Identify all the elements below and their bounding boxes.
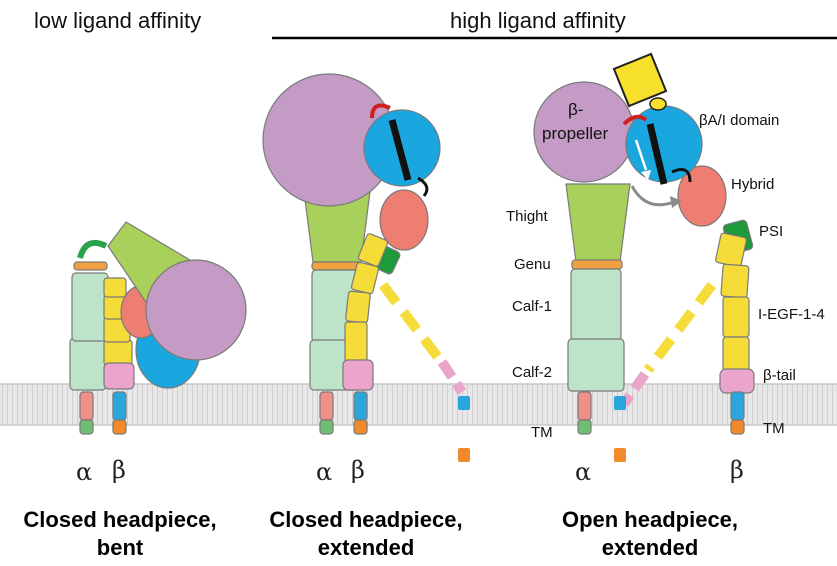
- oe-tm-alpha: [578, 392, 591, 420]
- label-thight: Thight: [506, 208, 548, 225]
- oe-beta-tail: [720, 369, 754, 393]
- oe-cyt-beta: [731, 420, 744, 434]
- ce-cyt-alpha: [320, 420, 333, 434]
- label-beta-propeller-1: β-: [568, 100, 583, 120]
- bent-cyt-alpha: [80, 420, 93, 434]
- bent-beta-tail: [104, 363, 134, 389]
- bent-tm-alpha: [80, 392, 93, 420]
- caption-bent: Closed headpiece, bent: [0, 506, 240, 562]
- ce-free-tm: [458, 396, 470, 410]
- ce-tm-beta: [354, 392, 367, 420]
- ce-iegf4: [345, 322, 367, 362]
- bent-alpha-label: α: [76, 458, 92, 486]
- label-beta-a-i-domain: βA/I domain: [699, 112, 779, 129]
- bent-calf1: [72, 273, 108, 341]
- oe-free-cyt: [614, 448, 626, 462]
- label-psi: PSI: [759, 223, 783, 240]
- oe-tm-beta: [731, 392, 744, 420]
- bent-genu: [74, 262, 107, 270]
- bent-iegf3: [104, 340, 132, 365]
- label-hybrid: Hybrid: [731, 176, 774, 193]
- oe-calf1: [571, 269, 621, 341]
- label-beta-tail: β-tail: [763, 367, 796, 384]
- label-beta-propeller-2: propeller: [542, 124, 608, 144]
- oe-gray-arrow: [632, 186, 674, 205]
- ce-alpha-label: α: [316, 458, 332, 486]
- label-tm-left: TM: [531, 424, 553, 441]
- label-calf2: Calf-2: [512, 364, 552, 381]
- oe-genu: [572, 260, 622, 269]
- label-calf1: Calf-1: [512, 298, 552, 315]
- ce-genu: [312, 262, 360, 270]
- bent-propeller: [146, 260, 246, 360]
- oe-beta-label: β: [730, 456, 744, 484]
- bent-beta-label: β: [112, 456, 126, 484]
- ce-beta-label: β: [351, 456, 365, 484]
- oe-ligand-stem: [650, 98, 666, 110]
- header-low-affinity: low ligand affinity: [34, 8, 201, 34]
- bent-tm-beta: [113, 392, 126, 420]
- ce-free-cyt: [458, 448, 470, 462]
- label-tm-right: TM: [763, 420, 785, 437]
- label-genu: Genu: [514, 256, 551, 273]
- ce-dashed-yellow: [383, 285, 440, 360]
- oe-dashed-yellow: [648, 285, 712, 370]
- caption-open-extended: Open headpiece, extended: [540, 506, 760, 562]
- oe-iegf2: [721, 264, 749, 298]
- bent-calf2: [70, 338, 106, 390]
- caption-open-extended-line2: extended: [540, 534, 760, 562]
- oe-iegf3: [723, 297, 749, 337]
- label-iegf: I-EGF-1-4: [758, 306, 825, 323]
- header-high-affinity: high ligand affinity: [450, 8, 626, 34]
- oe-cyt-alpha: [578, 420, 591, 434]
- oe-alpha-label: α: [575, 458, 591, 486]
- ce-iegf3: [345, 291, 370, 323]
- oe-calf2: [568, 339, 624, 391]
- bent-green-arc: [80, 243, 106, 258]
- caption-closed-extended: Closed headpiece, extended: [246, 506, 486, 562]
- caption-closed-extended-line2: extended: [246, 534, 486, 562]
- oe-free-tm: [614, 396, 626, 410]
- bent-iegf0: [104, 278, 126, 297]
- caption-closed-extended-line1: Closed headpiece,: [246, 506, 486, 534]
- bent-cyt-beta: [113, 420, 126, 434]
- oe-thigh: [566, 184, 630, 262]
- oe-iegf4: [723, 337, 749, 371]
- ce-tm-alpha: [320, 392, 333, 420]
- ce-beta-tail: [343, 360, 373, 390]
- caption-open-extended-line1: Open headpiece,: [540, 506, 760, 534]
- caption-bent-line1: Closed headpiece,: [0, 506, 240, 534]
- oe-iegf1: [715, 233, 747, 268]
- ce-cyt-beta: [354, 420, 367, 434]
- caption-bent-line2: bent: [0, 534, 240, 562]
- ce-hybrid: [380, 190, 428, 250]
